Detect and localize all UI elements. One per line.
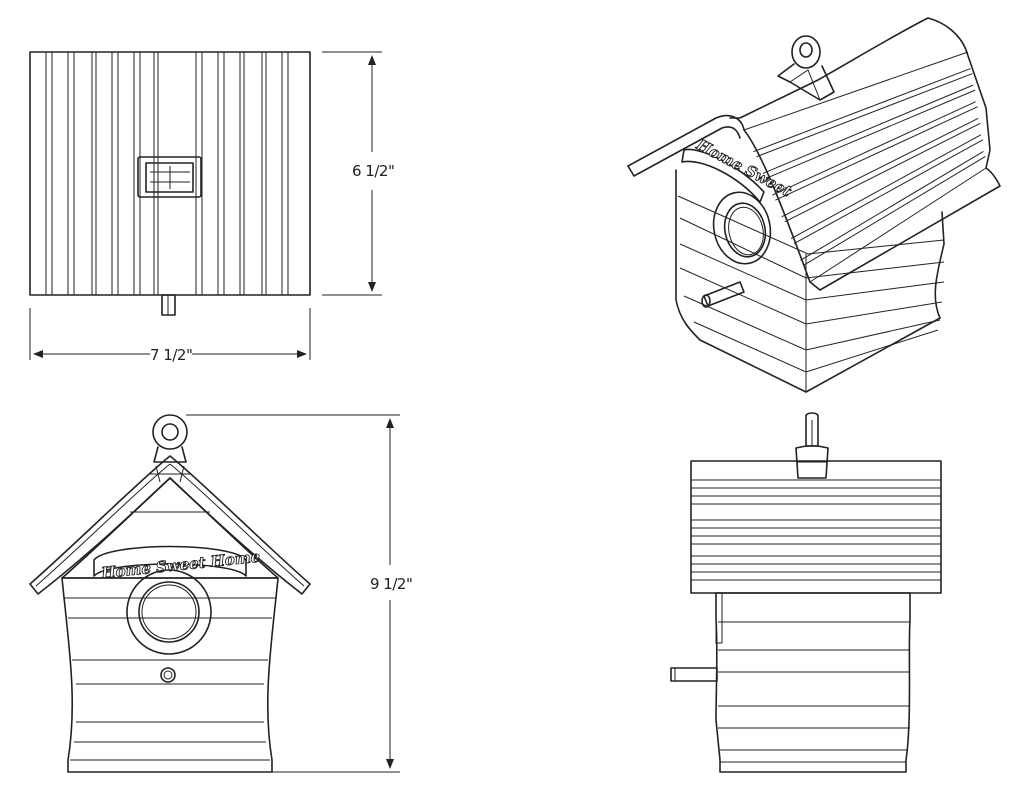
- dimension-width: 7 1/2": [29, 308, 311, 364]
- roof-plank-line: [765, 89, 976, 179]
- sign-text-front: Home Sweet Home: [100, 548, 261, 583]
- perch-side: [670, 667, 718, 682]
- roof-planks-top: [45, 52, 289, 295]
- roof-plank-line: [762, 84, 974, 174]
- roof-iso: [627, 17, 1001, 291]
- roof-side: [690, 460, 942, 594]
- roof-plank-line: [775, 106, 978, 201]
- hanger-ring-front: [152, 414, 188, 463]
- sign-front: Home Sweet Home: [93, 545, 261, 583]
- front-view: Home Sweet Home: [29, 414, 311, 773]
- dimension-height: 9 1/2": [186, 414, 413, 773]
- roof-plank-line: [772, 101, 976, 196]
- width-label: 7 1/2": [150, 346, 192, 364]
- body-iso: [675, 169, 945, 393]
- dimension-depth: 6 1/2": [322, 51, 395, 296]
- side-view: [670, 412, 942, 773]
- roof-plank-line: [753, 68, 971, 153]
- perch-top: [161, 294, 176, 316]
- body-side: [715, 592, 911, 773]
- hanger-tab-top: [137, 156, 202, 198]
- entrance-hole-iso: [712, 191, 772, 265]
- perch-iso: [701, 281, 745, 308]
- hanger-side: [795, 412, 829, 479]
- roof-plank-line: [756, 73, 973, 158]
- sign-text-iso: Home Sweet: [693, 135, 795, 200]
- roof-plank-line: [784, 122, 981, 223]
- roof-plank-line: [803, 155, 986, 266]
- roof-plank-line: [800, 150, 984, 261]
- isometric-view: Home Sweet: [627, 17, 1001, 393]
- top-view: [29, 51, 311, 316]
- perch-front: [160, 667, 176, 683]
- entrance-hole-front: [126, 569, 212, 655]
- roof-planks-side: [691, 479, 941, 581]
- hanger-ring-iso: [777, 35, 835, 101]
- depth-label: 6 1/2": [352, 162, 394, 180]
- roof-plank-line: [781, 117, 979, 218]
- body-front: [61, 577, 279, 773]
- roof-plank-line: [790, 134, 982, 240]
- height-label: 9 1/2": [370, 575, 412, 593]
- roof-plank-line: [793, 139, 984, 245]
- roof-planks-iso: [753, 68, 986, 266]
